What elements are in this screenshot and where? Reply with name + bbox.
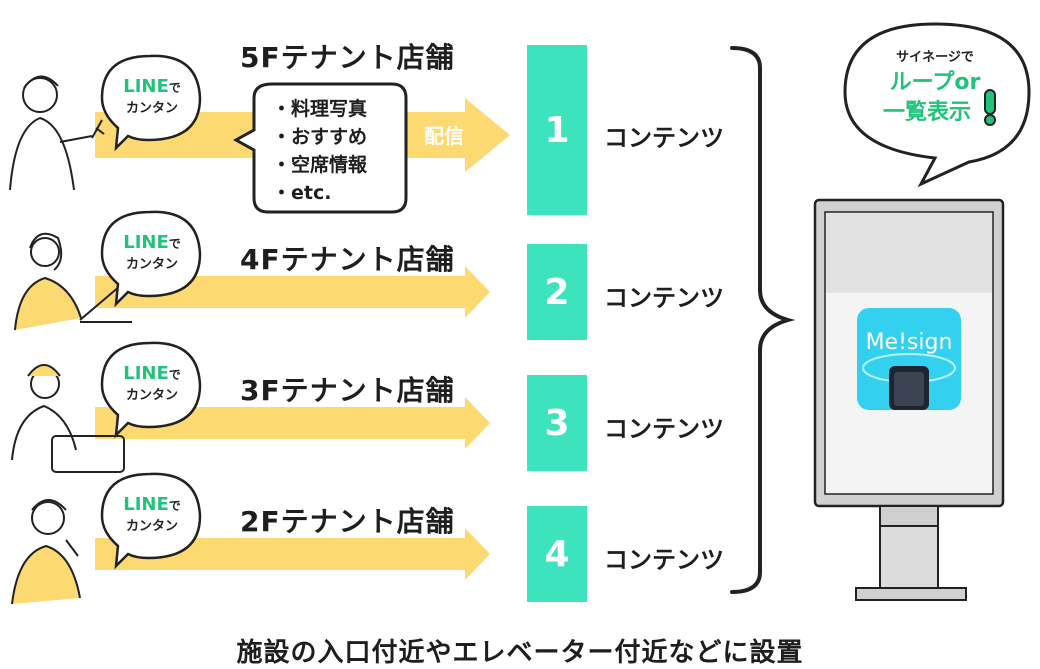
content-box-1: 1 [527,45,587,215]
signage-bubble-line3: 一覧表示 [882,100,971,125]
bubble-item-etc: ・etc. [272,182,332,204]
line-speech-bubble-3 [100,341,202,439]
content-label-1: コンテンツ [604,124,724,152]
line-speech-bubble-4 [100,472,202,570]
signage-bubble-line1: サイネージで [896,50,974,65]
content-box-4: 4 [527,506,587,602]
signage-bubble-line2: ループor [889,70,981,95]
line-badge-line-text: LINE [123,363,169,384]
person-illustration-2 [14,232,132,331]
content-box-3: 3 [527,375,587,471]
content-label-4: コンテンツ [604,546,724,574]
floor-title-4f: 4Fテナント店舗 [240,243,455,276]
bubble-item-recommend: ・おすすめ [272,126,368,148]
line-badge-kantan-text: カンタン [125,519,178,534]
floor-title-2f: 2Fテナント店舗 [240,505,455,538]
person-illustration-1 [9,75,105,191]
line-speech-bubble-2 [100,210,202,308]
app-icon-label: Me!sign [865,330,953,355]
line-badge-de-text: で [168,499,181,513]
content-label-2: コンテンツ [604,284,724,312]
distribution-label: 配信 [424,124,464,148]
floor-title-3f: 3Fテナント店舗 [240,374,455,407]
line-badge-kantan-text: カンタン [125,257,178,272]
person-illustration-4 [11,499,81,605]
line-speech-bubble-1 [100,54,202,152]
line-badge-kantan-text: カンタン [125,101,178,116]
diagram-caption: 施設の入口付近やエレベーター付近などに設置 [236,638,804,668]
line-badge-de-text: で [168,368,181,382]
content-label-3: コンテンツ [604,415,724,443]
line-badge-line-text: LINE [123,232,169,253]
grouping-brace [730,46,796,594]
line-badge-line-text: LINE [123,76,169,97]
app-icon [857,308,961,410]
line-badge-de-text: で [168,81,181,95]
content-callout-bubble [232,82,408,214]
line-badge-kantan-text: カンタン [125,388,178,403]
bubble-item-availability: ・空席情報 [272,154,368,176]
line-badge-de-text: で [168,237,181,251]
signage-speech-bubble [843,22,1031,188]
bubble-item-photo: ・料理写真 [272,98,368,120]
content-box-2: 2 [527,244,587,340]
floor-title-5f: 5Fテナント店舗 [240,41,455,74]
line-badge-line-text: LINE [123,494,169,515]
line-badge-1: LINEで カンタン [102,76,202,116]
line-badge-3: LINEで カンタン [102,363,202,403]
line-badge-4: LINEで カンタン [102,494,202,534]
exclamation-icon [984,89,996,126]
person-illustration-3 [11,364,125,473]
line-badge-2: LINEで カンタン [102,232,202,272]
